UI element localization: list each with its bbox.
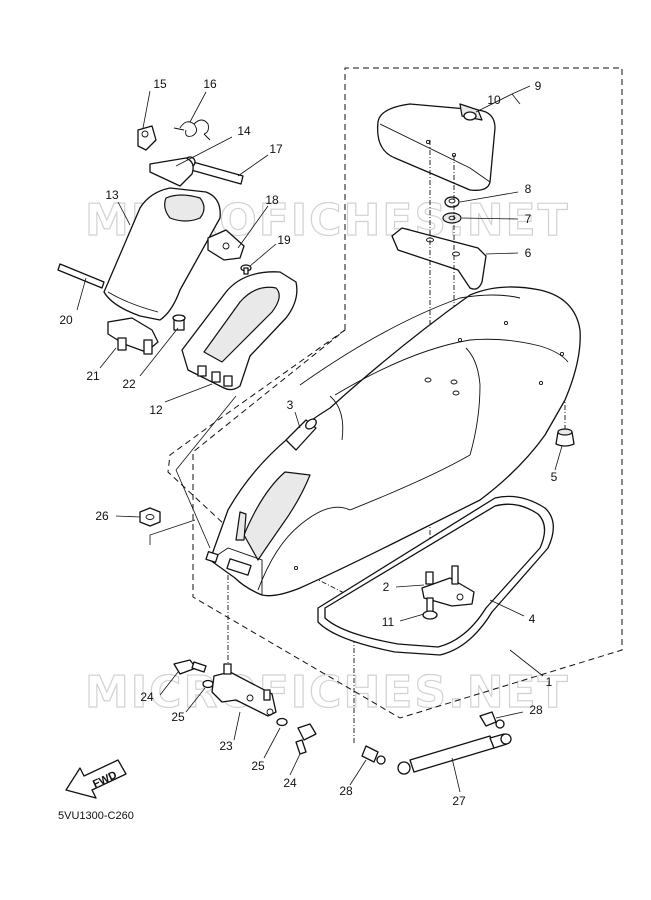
callout-5: 5 [551, 470, 558, 484]
seat-part [205, 286, 581, 597]
callout-labels: 15 16 14 17 13 18 19 20 21 22 12 9 10 8 … [59, 77, 557, 808]
spring-part [173, 119, 211, 141]
callout-26: 26 [95, 509, 109, 523]
cover-bracket-part [107, 317, 159, 355]
diagram-code: 5VU1300-C260 [58, 810, 134, 822]
screw-part [240, 264, 252, 275]
nut-part [444, 196, 460, 208]
flange-nut-part [139, 507, 161, 527]
fwd-arrow-icon: FWD [65, 759, 127, 799]
bolt-part [422, 597, 438, 620]
leader-lines [76, 85, 563, 793]
callout-21: 21 [86, 369, 100, 383]
grommet-part [172, 314, 186, 331]
ball-stud-lower-part [361, 745, 386, 765]
rear-cushion-part [376, 103, 496, 191]
watermark-bottom: MICROFICHES.NET [85, 667, 570, 718]
callout-13: 13 [105, 188, 119, 202]
stud-bolt-right-part [295, 723, 317, 755]
cushion-bracket-part [391, 227, 487, 290]
callout-8: 8 [525, 182, 532, 196]
damper-part [555, 428, 575, 447]
stud-bolt-left-part [173, 659, 207, 675]
callout-27: 27 [452, 794, 466, 808]
lower-bracket-part [211, 663, 277, 717]
callout-28-lower: 28 [339, 784, 353, 798]
assembly-boundary [192, 67, 623, 719]
callout-14: 14 [237, 124, 251, 138]
rear-cover-part [103, 187, 221, 321]
callout-10: 10 [487, 93, 501, 107]
callout-17: 17 [269, 142, 283, 156]
callout-7: 7 [525, 212, 532, 226]
link-line-2 [175, 469, 211, 549]
callout-25-right: 25 [251, 759, 265, 773]
pin-part [57, 263, 105, 289]
callout-1: 1 [546, 675, 553, 689]
lock-bracket-part [421, 565, 475, 607]
link-line-1 [175, 395, 237, 471]
callout-6: 6 [525, 246, 532, 260]
callout-19: 19 [277, 233, 291, 247]
callout-18: 18 [265, 193, 279, 207]
seal-frame-part [317, 495, 554, 656]
callout-22: 22 [122, 377, 136, 391]
callout-2: 2 [383, 580, 390, 594]
washer-right-part [276, 717, 288, 727]
washer-part [442, 212, 462, 224]
callout-4: 4 [529, 612, 536, 626]
gas-damper-part [397, 733, 512, 775]
sub-boundary [167, 329, 346, 526]
callout-20: 20 [59, 313, 73, 327]
washer-left-part [202, 679, 214, 689]
lever-part [149, 157, 194, 187]
callout-3: 3 [287, 398, 294, 412]
callout-25-left: 25 [171, 710, 185, 724]
callout-16: 16 [203, 77, 217, 91]
callout-9: 9 [535, 79, 542, 93]
small-bracket-part [207, 229, 245, 261]
callout-28-upper: 28 [529, 703, 543, 717]
ball-stud-upper-part [479, 711, 505, 729]
callout-15: 15 [153, 77, 167, 91]
callout-24-left: 24 [140, 690, 154, 704]
callout-12: 12 [149, 403, 163, 417]
cover-frame-part [181, 271, 298, 391]
link-line-3 [149, 519, 196, 545]
callout-11: 11 [382, 615, 395, 629]
callout-23: 23 [219, 739, 233, 753]
callout-24-right: 24 [283, 776, 297, 790]
hinge-part [137, 125, 157, 151]
